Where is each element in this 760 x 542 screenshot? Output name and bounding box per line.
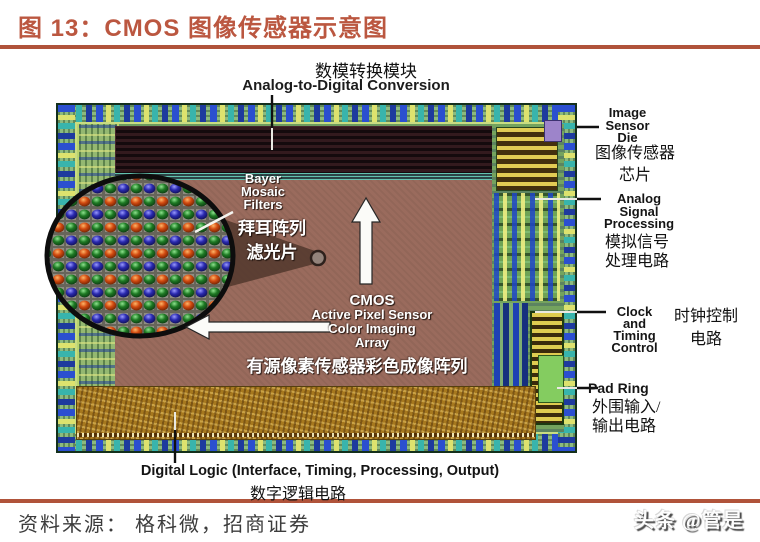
adc-label-cn: 数模转换模块 [315, 62, 417, 81]
adc-bus-lines [115, 173, 497, 180]
pad-ring-left [58, 105, 75, 451]
bayer-label-cn: 拜耳阵列 滤光片 [238, 219, 306, 262]
watermark: 头条 @管是 [634, 510, 744, 532]
cmos-die-photo [56, 103, 577, 453]
pad-ring-label-en: Pad Ring [588, 380, 649, 396]
analog-signal-label-cn: 模拟信号 处理电路 [604, 234, 669, 270]
title-underline [0, 45, 760, 49]
green-pad-block [538, 355, 564, 403]
clock-timing-label-cn: 时钟控制 电路 [673, 308, 738, 348]
digital-logic-label-en: Digital Logic (Interface, Timing, Proces… [140, 463, 500, 479]
bayer-label-en: Bayer Mosaic Filters [240, 171, 286, 212]
figure-title: 图 13：CMOS 图像传感器示意图 [18, 15, 389, 42]
source-note: 资料来源： 格科微，招商证券 [18, 514, 311, 536]
adc-label-en: Analog-to-Digital Conversion [242, 77, 450, 94]
image-sensor-die-label-en: Image Sensor Die [605, 105, 650, 145]
cmos-array-label-cn: 有源像素传感器彩色成像阵列 [246, 357, 468, 376]
pad-ring-label-cn: 外围输入/ 输出电路 [592, 399, 661, 435]
image-sensor-die-label-cn: 图像传感器 芯片 [594, 145, 675, 184]
corner-block [544, 120, 562, 142]
pad-ring-top [58, 105, 575, 122]
clock-timing-label-en: Clock and Timing Control [611, 304, 658, 355]
analog-signal-label-en: Analog Signal Processing [603, 191, 675, 231]
digital-logic-label-cn: 数字逻辑电路 [249, 486, 346, 503]
digital-logic-strip [76, 386, 536, 440]
adc-circuit-strip [115, 126, 499, 175]
footer-rule [0, 499, 760, 503]
analog-mosaic-block [494, 193, 560, 301]
cmos-array-label-en: CMOS Active Pixel Sensor Color Imaging A… [311, 292, 433, 350]
